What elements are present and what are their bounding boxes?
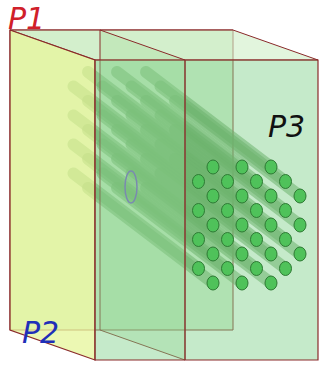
hole bbox=[207, 218, 219, 232]
hole bbox=[265, 276, 277, 290]
hole bbox=[236, 247, 248, 261]
hole bbox=[207, 276, 219, 290]
hole bbox=[280, 175, 292, 189]
hole bbox=[222, 233, 234, 247]
hole bbox=[251, 233, 263, 247]
hole bbox=[207, 247, 219, 261]
hole bbox=[236, 189, 248, 203]
holes bbox=[193, 160, 307, 290]
hole bbox=[265, 189, 277, 203]
hole bbox=[280, 233, 292, 247]
hole bbox=[294, 247, 306, 261]
hole bbox=[193, 175, 205, 189]
hole bbox=[251, 204, 263, 218]
hole bbox=[294, 189, 306, 203]
hole bbox=[236, 218, 248, 232]
hole bbox=[251, 175, 263, 189]
hole bbox=[280, 204, 292, 218]
hole bbox=[265, 247, 277, 261]
hole bbox=[265, 160, 277, 174]
hole bbox=[193, 204, 205, 218]
hole bbox=[280, 262, 292, 276]
hole bbox=[236, 160, 248, 174]
pressure-label: P2 bbox=[22, 318, 59, 348]
hole bbox=[222, 175, 234, 189]
hole bbox=[193, 262, 205, 276]
hole bbox=[207, 160, 219, 174]
highlight-ring bbox=[125, 171, 137, 203]
pressure-label: P3 bbox=[268, 112, 305, 142]
pressure-label: P1 bbox=[8, 4, 45, 34]
divider-edge bbox=[184, 60, 185, 360]
hole bbox=[265, 218, 277, 232]
hole bbox=[222, 204, 234, 218]
hole bbox=[222, 262, 234, 276]
left-plane bbox=[10, 30, 95, 360]
hole bbox=[294, 218, 306, 232]
front-face bbox=[95, 60, 318, 360]
hole bbox=[236, 276, 248, 290]
hole bbox=[207, 189, 219, 203]
hole bbox=[193, 233, 205, 247]
hole bbox=[251, 262, 263, 276]
